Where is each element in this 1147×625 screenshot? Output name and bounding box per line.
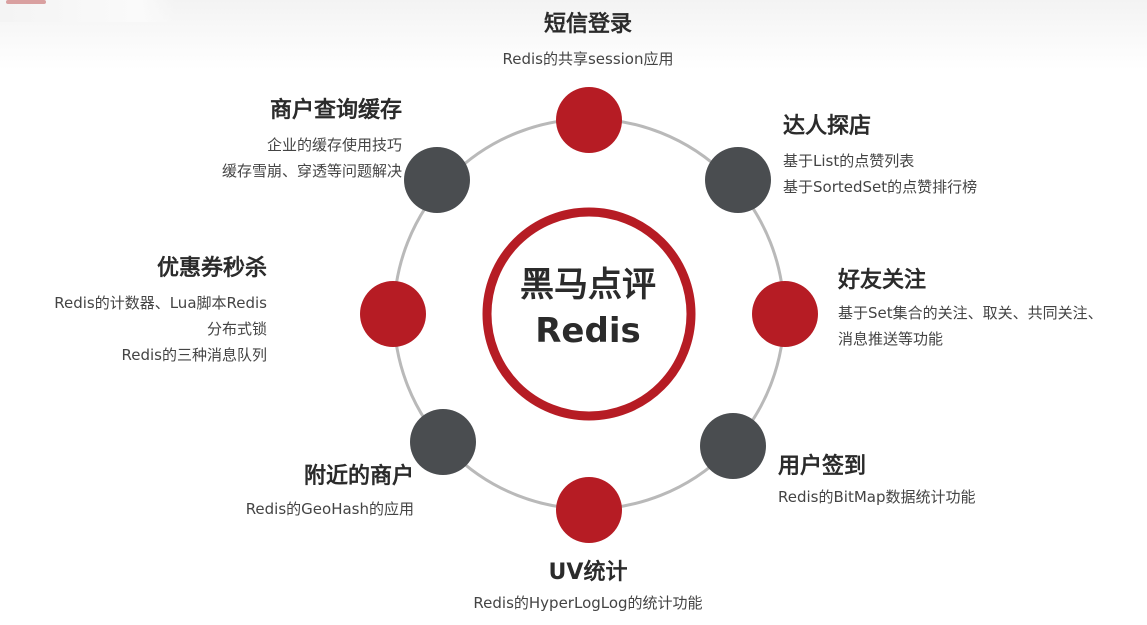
label-user-signin: 用户签到 Redis的BitMap数据统计功能: [778, 452, 975, 510]
label-desc: Redis的共享session应用: [502, 50, 674, 68]
label-desc: Redis的计数器、Lua脚本Redis: [54, 294, 267, 312]
label-expert-store: 达人探店 基于List的点赞列表 基于SortedSet的点赞排行榜: [783, 112, 977, 200]
label-merchant-cache: 商户查询缓存 企业的缓存使用技巧 缓存雪崩、穿透等问题解决: [222, 96, 402, 184]
label-uv-stats: UV统计 Redis的HyperLogLog的统计功能: [448, 558, 728, 616]
node-nearby-merchants: [410, 409, 476, 475]
node-coupon-seckill: [360, 281, 426, 347]
center-title: 黑马点评 Redis: [488, 262, 688, 354]
label-sms-login: 短信登录 Redis的共享session应用: [478, 10, 698, 72]
node-sms-login: [556, 87, 622, 153]
node-uv-stats: [556, 477, 622, 543]
label-title: 优惠券秒杀: [156, 256, 267, 281]
label-title: UV统计: [548, 560, 628, 585]
node-merchant-cache: [404, 147, 470, 213]
node-friend-follow: [752, 281, 818, 347]
label-desc: 分布式锁: [206, 320, 267, 338]
label-desc: Redis的GeoHash的应用: [245, 500, 414, 518]
label-desc: 企业的缓存使用技巧: [266, 136, 402, 154]
label-title: 好友关注: [838, 268, 927, 293]
node-user-signin: [700, 413, 766, 479]
label-title: 用户签到: [778, 454, 867, 479]
label-desc: 缓存雪崩、穿透等问题解决: [221, 162, 402, 180]
label-desc: 基于SortedSet的点赞排行榜: [783, 178, 978, 196]
label-desc: Redis的BitMap数据统计功能: [778, 488, 976, 506]
label-title: 短信登录: [543, 12, 632, 37]
label-desc: 基于List的点赞列表: [783, 152, 915, 170]
label-title: 附近的商户: [303, 464, 414, 489]
center-title-line1: 黑马点评: [520, 265, 656, 305]
label-friend-follow: 好友关注 基于Set集合的关注、取关、共同关注、 消息推送等功能: [838, 266, 1103, 352]
label-desc: 基于Set集合的关注、取关、共同关注、: [838, 304, 1103, 322]
label-desc: Redis的三种消息队列: [121, 346, 267, 364]
center-title-line2: Redis: [535, 311, 641, 351]
label-desc: Redis的HyperLogLog的统计功能: [473, 594, 703, 612]
node-expert-store: [705, 147, 771, 213]
corner-accent: [6, 0, 46, 4]
corner-watermark: [0, 0, 175, 22]
label-coupon-seckill: 优惠券秒杀 Redis的计数器、Lua脚本Redis 分布式锁 Redis的三种…: [54, 254, 267, 368]
label-title: 商户查询缓存: [269, 98, 402, 123]
label-title: 达人探店: [783, 114, 872, 139]
label-desc: 消息推送等功能: [838, 330, 944, 348]
center-ring: [482, 207, 696, 421]
label-nearby-merchants: 附近的商户 Redis的GeoHash的应用: [246, 462, 414, 522]
